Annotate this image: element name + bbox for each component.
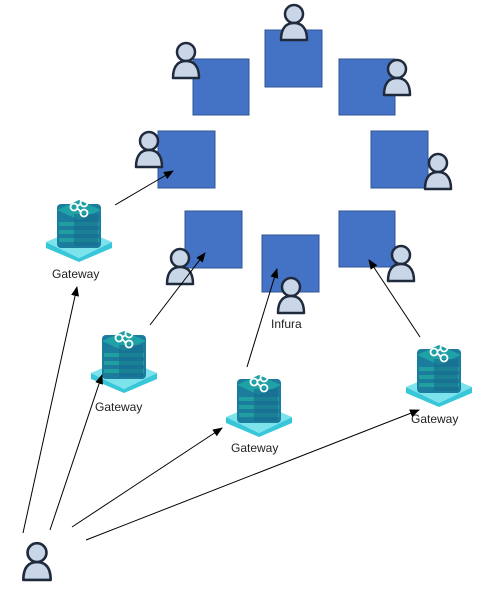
arrow [49,374,103,531]
arrow [246,268,279,368]
user-icon [423,152,453,191]
user-icon [276,276,306,315]
node-square [192,58,250,116]
arrow [85,409,420,541]
gateway-label: Gateway [231,441,278,455]
arrow [368,259,421,338]
arrow [114,170,174,206]
node-square [184,210,243,269]
node-square [338,210,396,268]
arrow [22,286,79,534]
user-icon [279,3,309,42]
node-square [370,130,429,189]
gateway-label: Gateway [411,412,458,426]
gateway-server-icon [90,329,158,393]
arrow [149,252,206,326]
connections [22,170,421,541]
node-square [157,130,216,189]
infura-label: Infura [271,317,302,331]
gateway-server-icon [225,373,293,437]
gateway-server-icon [405,343,473,407]
client-user-icon [22,541,52,582]
gateway-label: Gateway [95,400,142,414]
gateway-server-icon [45,198,113,262]
arrow [71,427,223,528]
gateway-label: Gateway [52,267,99,281]
